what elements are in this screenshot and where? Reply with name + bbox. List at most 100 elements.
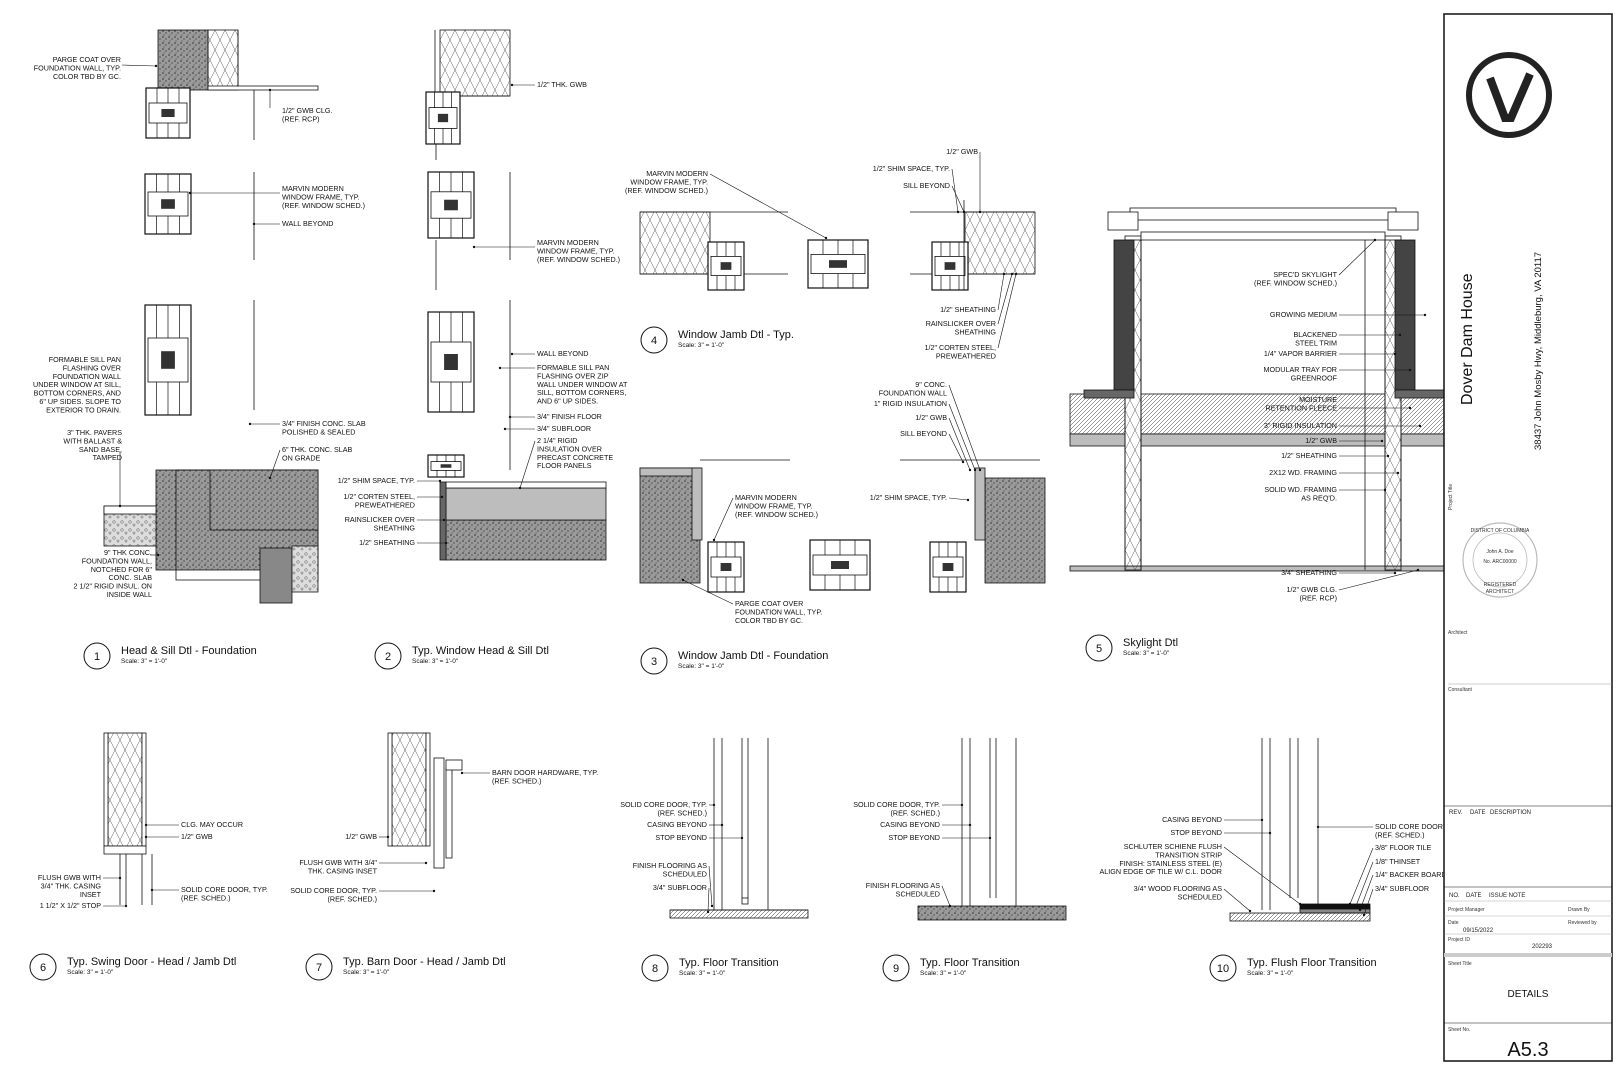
note-text: 1/2" THK. GWB <box>537 80 587 89</box>
note-text: CONC. SLAB <box>108 573 152 582</box>
callout-note: 1/2" THK. GWB <box>510 80 587 89</box>
note-text: (REF. SCHED.) <box>327 894 377 903</box>
svg-text:Date: Date <box>1448 920 1459 926</box>
detail-title: Skylight Dtl <box>1123 637 1178 649</box>
callout-note: 9" THK CONC.FOUNDATION WALL,NOTCHED FOR … <box>74 548 160 599</box>
insulation-shape <box>107 732 143 847</box>
sheet-number: A5.3 <box>1507 1039 1548 1061</box>
note-text: (REF. WINDOW SCHED.) <box>735 510 818 519</box>
svg-text:Sheet No.: Sheet No. <box>1448 1027 1470 1033</box>
note-text: SILL BEYOND <box>900 429 947 438</box>
note-text: (REF. RCP) <box>282 114 320 123</box>
note-text: 1/8" THINSET <box>1375 857 1421 866</box>
callout-note: STOP BEYOND <box>888 833 992 842</box>
note-text: STEEL TRIM <box>1295 338 1337 347</box>
note-text: RAINSLICKER OVER <box>345 515 415 524</box>
callout-note: FLUSH GWB WITH 3/4"THK. CASING INSET <box>299 858 428 875</box>
window-frame-shape <box>707 241 745 291</box>
note-text: WINDOW FRAME, TYP. <box>282 192 360 201</box>
note-text: 1/2" SHIM SPACE, TYP. <box>870 493 947 502</box>
note-text: 3/8" FLOOR TILE <box>1375 843 1432 852</box>
note-text: TAMPED <box>93 453 122 462</box>
callout-note: CASING BEYOND <box>880 820 972 829</box>
note-text: BOTTOM CORNERS, AND <box>34 389 121 398</box>
note-text: (REF. SCHED.) <box>657 808 707 817</box>
callout-note: 1/2" CORTEN STEEL,PREWEATHERED <box>343 492 444 509</box>
note-text: PREWEATHERED <box>936 351 996 360</box>
note-text: SOLID CORE DOOR, TYP. <box>620 800 707 809</box>
detail-shape <box>433 757 445 869</box>
note-text: ON GRADE <box>282 453 321 462</box>
note-text: STOP BEYOND <box>888 833 940 842</box>
callout-note: CASING BEYOND <box>1162 815 1264 824</box>
note-text: 3/4" FINISH FLOOR <box>537 412 602 421</box>
note-text: SOLID CORE DOOR, TYP. <box>181 885 268 894</box>
note-text: 1/2" GWB CLG. <box>1287 585 1337 594</box>
project-name: Dover Dam House <box>1459 273 1476 405</box>
detail-shape <box>1140 231 1386 241</box>
detail-shape <box>1113 239 1135 391</box>
note-text: WALL BEYOND <box>537 349 588 358</box>
callout-note: SOLID CORE DOOR, TYP.(REF. SCHED.) <box>620 800 716 817</box>
note-text: 1" RIGID INSULATION <box>874 399 947 408</box>
note-text: RAINSLICKER OVER <box>926 319 996 328</box>
note-text: TRANSITION STRIP <box>1155 850 1222 859</box>
note-text: SILL BEYOND <box>903 181 950 190</box>
note-text: (REF. SCHED.) <box>492 776 542 785</box>
window-frame-shape <box>807 239 869 289</box>
svg-text:Drawn By: Drawn By <box>1568 907 1590 913</box>
note-text: 1/2" GWB <box>946 147 978 156</box>
title-block: Dover Dam House 38437 John Mosby Hwy, Mi… <box>1443 13 1613 1062</box>
concrete-shape <box>157 29 209 91</box>
note-text: WINDOW FRAME, TYP. <box>537 246 615 255</box>
note-text: (REF. SCHED.) <box>890 808 940 817</box>
note-text: COLOR TBD BY GC. <box>735 616 803 625</box>
note-text: MODULAR TRAY FOR <box>1264 365 1337 374</box>
callout-note: SPEC'D SKYLIGHT(REF. WINDOW SCHED.) <box>1254 238 1377 287</box>
note-text: 1/2" SHIM SPACE, TYP. <box>338 476 415 485</box>
insulation-shape <box>391 732 427 847</box>
note-text: SOLID WD. FRAMING <box>1264 485 1337 494</box>
window-frame-shape <box>144 173 192 235</box>
callout-note: 2X12 WD. FRAMING <box>1269 468 1400 477</box>
note-text: 6" UP SIDES. SLOPE TO <box>39 397 121 406</box>
issue-no-col: NO. <box>1449 893 1460 899</box>
note-text: (REF. SCHED.) <box>181 893 231 902</box>
detail-title: Typ. Floor Transition <box>920 957 1020 969</box>
detail-shape <box>103 505 157 515</box>
detail-shape <box>141 732 147 847</box>
note-text: PRECAST CONCRETE <box>537 453 613 462</box>
note-text: SHEATHING <box>955 327 997 336</box>
architect-seal: DISTRICT OF COLUMBIA John A. Doe No. ARC… <box>1462 522 1538 598</box>
callout-note: 3/4" SHEATHING <box>1281 568 1397 577</box>
note-text: WINDOW FRAME, TYP. <box>735 501 813 510</box>
note-text: SCHEDULED <box>663 869 707 878</box>
note-text: RETENTION FLEECE <box>1266 403 1338 412</box>
detail-number: 6 <box>40 962 46 974</box>
detail-scale: Scale: 3" = 1'-0" <box>920 970 967 977</box>
callout-note: 1/2" GWB CLG.(REF. RCP) <box>1287 568 1420 602</box>
note-text: 1 1/2" X 1/2" STOP <box>40 901 102 910</box>
note-text: 3/4" SUBFLOOR <box>1375 884 1429 893</box>
note-text: WITH BALLAST & <box>63 436 122 445</box>
note-text: WALL UNDER WINDOW AT <box>537 380 628 389</box>
callout-note: CLG. MAY OCCUR <box>144 820 243 829</box>
note-text: MARVIN MODERN <box>537 238 599 247</box>
concrete-shape <box>639 467 701 584</box>
window-frame-shape <box>427 171 475 239</box>
callout-note: STOP BEYOND <box>655 833 744 842</box>
insulation-shape <box>439 29 511 97</box>
note-text: (REF. SCHED.) <box>1375 830 1425 839</box>
window-frame-shape <box>145 87 191 139</box>
detail-shape <box>103 732 109 847</box>
note-text: 1/2" GWB <box>915 413 947 422</box>
